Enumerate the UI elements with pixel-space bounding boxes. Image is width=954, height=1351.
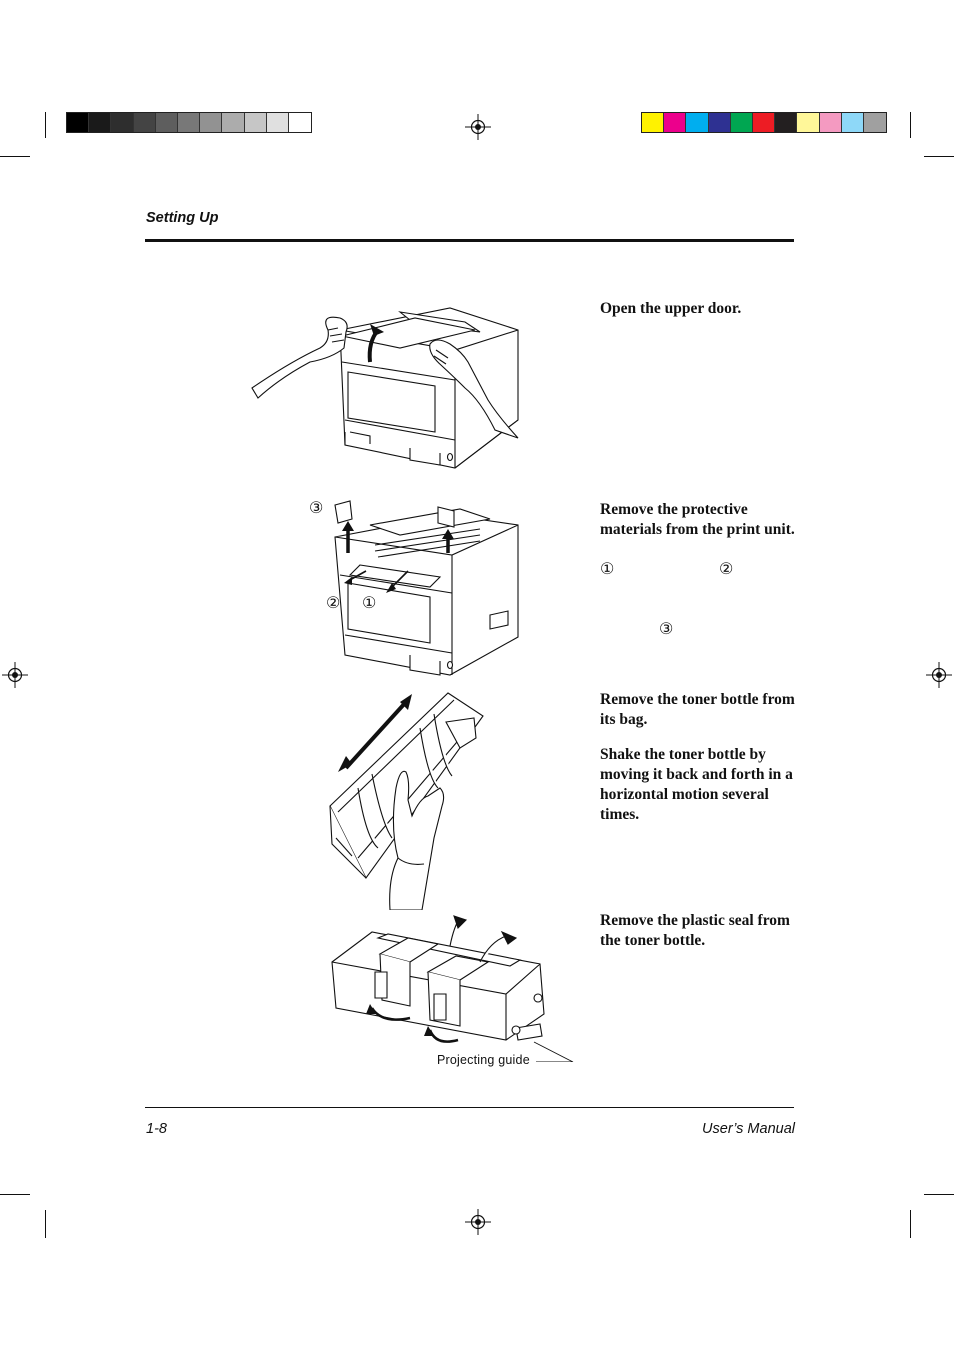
swatch-gray-1 [89,113,112,132]
step-marker-3: ③ [659,621,674,638]
swatch-gray-0 [67,113,90,132]
swatch-color-10 [863,113,887,132]
swatch-gray-5 [177,113,201,132]
swatch-gray-8 [244,113,267,132]
header-rule [145,239,794,242]
footer-rule [145,1107,794,1108]
gray-calibration-bar [66,112,312,133]
swatch-gray-4 [155,113,178,132]
swatch-color-8 [819,113,842,132]
crop-mark [45,112,46,138]
swatch-gray-2 [111,113,134,132]
crop-mark [910,1210,911,1238]
step-shake-toner-bottle: Shake the toner bottle by moving it back… [600,746,793,823]
registration-mark-icon [2,662,28,688]
figure-marker-3: ③ [309,500,324,517]
swatch-color-0 [642,113,665,132]
printer-open-door-illustration [250,300,525,475]
swatch-color-6 [775,113,798,132]
swatch-gray-6 [200,113,223,132]
crop-mark [0,1194,30,1195]
manual-title: User’s Manual [702,1121,795,1137]
figure-marker-2: ② [326,595,341,612]
crop-mark [910,112,911,138]
section-title: Setting Up [146,210,219,226]
color-calibration-bar [641,112,887,133]
crop-mark [45,1210,46,1238]
step-remove-protective-materials: Remove the protective materials from the… [600,501,795,538]
swatch-gray-9 [266,113,289,132]
registration-mark-icon [465,114,491,140]
crop-mark [0,156,30,157]
figure-caption: Projecting guide [437,1053,530,1067]
step-open-upper-door: Open the upper door. [600,300,742,317]
step-remove-toner-from-bag: Remove the toner bottle from its bag. [600,691,795,728]
registration-mark-icon [926,662,952,688]
figure-marker-1: ① [362,595,377,612]
swatch-color-3 [708,113,731,132]
swatch-color-1 [664,113,687,132]
page-number: 1-8 [146,1121,167,1137]
swatch-color-4 [730,113,753,132]
printer-protective-materials-illustration [330,495,525,680]
swatch-color-2 [686,113,709,132]
crop-mark [924,156,954,157]
toner-bottle-seal-illustration [330,912,575,1062]
step-marker-1: ① [600,561,615,578]
swatch-gray-3 [133,113,156,132]
toner-bottle-shake-illustration [328,688,488,910]
swatch-gray-7 [222,113,245,132]
step-remove-plastic-seal: Remove the plastic seal from the toner b… [600,912,790,949]
swatch-color-5 [752,113,776,132]
swatch-gray-10 [288,113,312,132]
swatch-color-9 [841,113,864,132]
swatch-color-7 [797,113,820,132]
crop-mark [924,1194,954,1195]
registration-mark-icon [465,1209,491,1235]
step-marker-2: ② [719,561,734,578]
